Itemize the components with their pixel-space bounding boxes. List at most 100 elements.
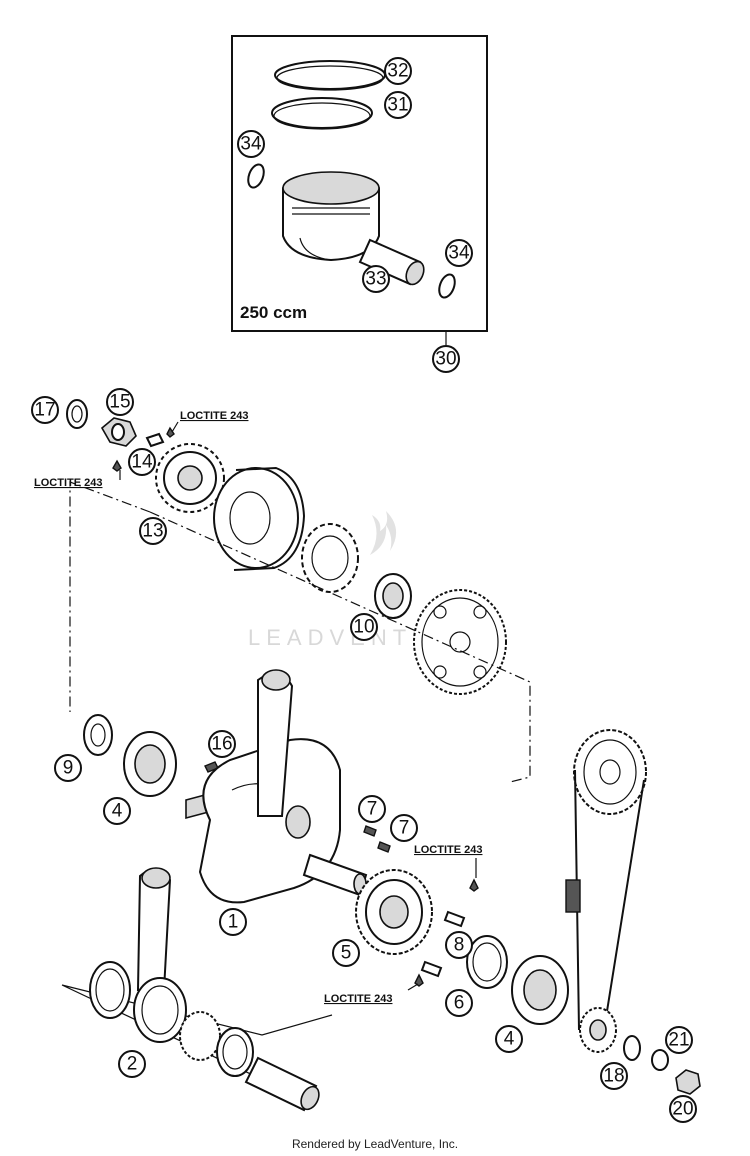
- callouts: 32 31 34 34 33 30 17 15 14 13 10 16 9 4 …: [31, 57, 697, 1123]
- callout-4a-label: 4: [112, 801, 123, 822]
- needle-bearing-bore: [382, 582, 404, 610]
- callout-17: 17: [31, 396, 59, 424]
- callout-31-label: 31: [387, 95, 408, 116]
- callout-10-label: 10: [353, 617, 374, 638]
- gear-13-rim: [163, 451, 217, 505]
- callout-21-label: 21: [668, 1030, 689, 1051]
- crank-pin-end: [300, 1085, 320, 1111]
- callout-14-label: 14: [131, 452, 153, 473]
- sprocket-large-web: [583, 739, 637, 805]
- callout-18-label: 18: [603, 1066, 624, 1087]
- washer-6-bore: [472, 942, 502, 982]
- callout-5: 5: [332, 939, 360, 967]
- primary-drive-group: [355, 729, 701, 1095]
- loctite-note-2: LOCTITE 243: [34, 477, 102, 489]
- piston-ring-top-inner: [276, 65, 384, 91]
- loctite-leader-4: [407, 983, 419, 991]
- con-rod-small-end-2: [141, 867, 171, 889]
- piston-kit-box: 250 ccm: [231, 35, 488, 345]
- callout-20-label: 20: [672, 1099, 693, 1120]
- loctite-note-3: LOCTITE 243: [414, 844, 482, 856]
- loctite-notes: LOCTITE 243 LOCTITE 243 LOCTITE 243 LOCT…: [34, 410, 482, 1005]
- main-bearing-4a-race: [134, 744, 166, 784]
- piston-skirt: [299, 237, 331, 261]
- crank-web: [198, 738, 341, 904]
- callout-4a: 4: [103, 797, 131, 825]
- callout-13: 13: [139, 517, 167, 545]
- con-rod-big-end-bore: [141, 985, 179, 1035]
- kit-box-label: 250 ccm: [240, 303, 307, 322]
- callout-2-label: 2: [127, 1054, 138, 1075]
- seal-9: [83, 714, 113, 756]
- callout-16: 16: [208, 730, 236, 758]
- starter-gear: [413, 589, 507, 695]
- callout-34a-label: 34: [240, 134, 262, 155]
- con-rod-small-end: [261, 669, 291, 691]
- freewheel-10a: [301, 523, 359, 593]
- circlip-left: [247, 163, 265, 189]
- piston-ring-top: [274, 60, 386, 90]
- freewheel-inner: [311, 535, 349, 581]
- crankshaft-assembly-1: [83, 669, 391, 904]
- circlip-right: [438, 273, 456, 299]
- callout-15: 15: [106, 388, 134, 416]
- callout-34b-label: 34: [448, 243, 470, 264]
- callout-15-label: 15: [109, 392, 130, 413]
- loctite-leader-1: [171, 421, 179, 433]
- starter-drive-group: [213, 466, 507, 695]
- kit-box-frame: [231, 35, 488, 332]
- loctite-note-4: LOCTITE 243: [324, 993, 392, 1005]
- bearing-17: [66, 399, 88, 429]
- piston-ring-bottom: [271, 97, 373, 129]
- callout-2: 2: [118, 1050, 146, 1078]
- circlip-18: [623, 1035, 641, 1061]
- starter-gear-center: [449, 631, 471, 653]
- callout-1-label: 1: [228, 912, 239, 933]
- callout-17-label: 17: [34, 400, 55, 421]
- needle-cage: [179, 1011, 221, 1061]
- flame-logo-icon: [370, 511, 397, 555]
- callout-20: 20: [669, 1095, 697, 1123]
- chain-link: [565, 879, 581, 913]
- thrust-washer-b-bore: [222, 1034, 248, 1070]
- callout-4b-label: 4: [504, 1029, 515, 1050]
- callout-33-label: 33: [365, 269, 386, 290]
- sprocket-small-hub: [589, 1019, 607, 1041]
- piston-ring-grooves: [292, 207, 370, 215]
- wrist-pin-end: [405, 260, 425, 286]
- screw-8b: [420, 960, 443, 978]
- callout-18: 18: [600, 1062, 628, 1090]
- crank-pin: [244, 1056, 318, 1112]
- starter-gear-hole: [473, 605, 487, 619]
- loctite-drop-4: [414, 973, 424, 987]
- sprocket-large: [573, 729, 647, 815]
- callout-30: 30: [432, 345, 460, 373]
- sprocket-large-hub: [599, 759, 621, 785]
- seal-9-bore: [90, 723, 106, 747]
- callout-7b-label: 7: [399, 818, 410, 839]
- screw-14: [145, 432, 165, 448]
- assembly-dashed-lines: [69, 481, 531, 783]
- main-bearing-4b-race: [523, 969, 557, 1011]
- screw-8: [443, 910, 466, 928]
- callout-8: 8: [445, 931, 473, 959]
- callout-10: 10: [350, 613, 378, 641]
- callout-30-label: 30: [435, 349, 456, 370]
- callout-13-label: 13: [142, 521, 163, 542]
- crank-gear-5-hub: [379, 895, 409, 929]
- footer-credit: Rendered by LeadVenture, Inc.: [292, 1137, 458, 1151]
- callout-7b: 7: [390, 814, 418, 842]
- loctite-note-1: LOCTITE 243: [180, 410, 248, 422]
- conrod-kit-2: [61, 867, 333, 1112]
- dash-line-right: [149, 511, 531, 783]
- callout-4b: 4: [495, 1025, 523, 1053]
- callout-7a-label: 7: [367, 799, 378, 820]
- callout-9-label: 9: [63, 758, 74, 779]
- callout-6: 6: [445, 989, 473, 1017]
- callout-6-label: 6: [454, 993, 465, 1014]
- callout-34a: 34: [237, 130, 265, 158]
- crank-pin-hole: [285, 805, 311, 839]
- piston-crown: [282, 171, 380, 205]
- callout-1: 1: [219, 908, 247, 936]
